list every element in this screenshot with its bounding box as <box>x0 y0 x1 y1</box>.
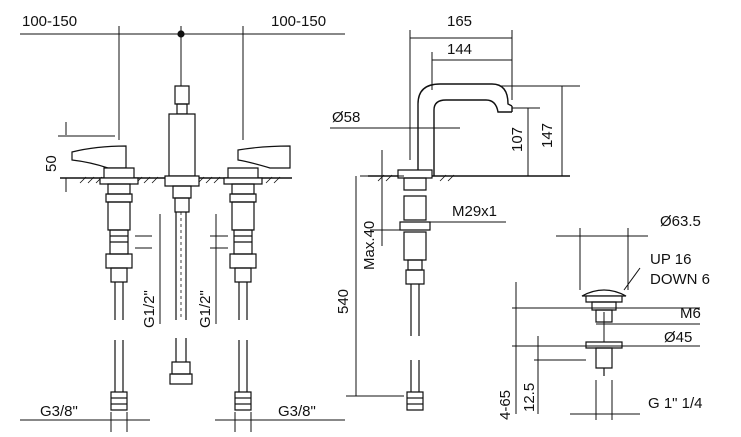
max-deck-label: Max.40 <box>361 220 378 270</box>
reach-total-label: 165 <box>447 13 473 30</box>
reach-spout-label: 144 <box>447 41 473 58</box>
drain-rod-thread-label: M6 <box>680 305 701 322</box>
spout-height-label: 107 <box>509 126 526 152</box>
drain-flange-height-label: 12.5 <box>521 382 538 412</box>
thread-left-label: G1/2" <box>141 290 158 328</box>
drain-head-diameter-label: Ø63.5 <box>660 213 701 230</box>
center-spout <box>165 86 199 384</box>
thread-right-label: G1/2" <box>197 290 214 328</box>
total-height-label: 147 <box>539 122 556 148</box>
left-handle <box>72 146 138 410</box>
drain-outlet-thread-label: G 1" 1/4 <box>648 395 703 412</box>
center-mark <box>178 31 184 37</box>
hose-left-label: G3/8" <box>40 403 78 420</box>
right-handle <box>224 146 290 410</box>
side-view <box>330 30 580 410</box>
spacing-right-label: 100-150 <box>271 13 327 30</box>
drain-deck-range-label: 4-65 <box>497 389 514 420</box>
spacing-left-label: 100-150 <box>22 13 78 30</box>
handle-height-label: 50 <box>43 155 60 172</box>
base-diameter-label: Ø58 <box>332 109 361 126</box>
hose-length-label: 540 <box>335 288 352 314</box>
nut-thread-label: M29x1 <box>452 203 498 220</box>
drain-flange-diameter-label: Ø45 <box>664 329 693 346</box>
front-view <box>20 26 345 432</box>
drain-stroke-up-label: UP 16 <box>650 251 692 268</box>
drain-stroke-down-label: DOWN 6 <box>650 271 710 288</box>
drain-view <box>512 228 700 420</box>
hose-right-label: G3/8" <box>278 403 316 420</box>
